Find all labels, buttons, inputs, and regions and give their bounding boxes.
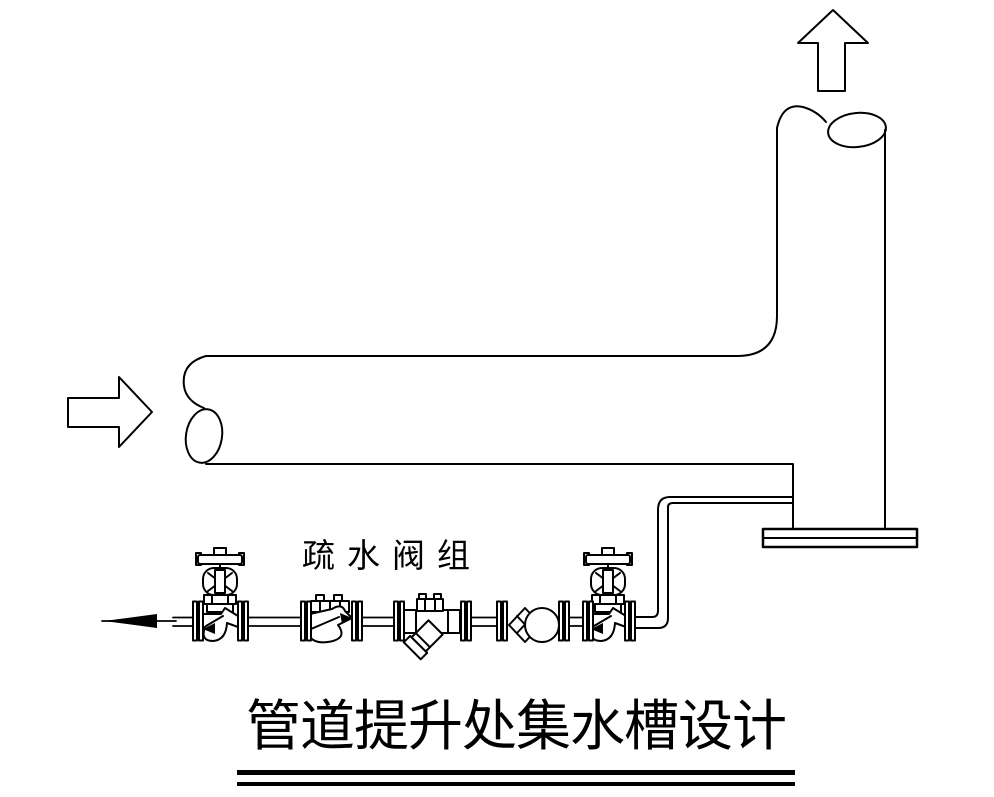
collection-trough-base — [761, 527, 919, 549]
y-strainer — [402, 593, 461, 661]
title-underline-top — [237, 770, 795, 775]
inlet-pipe — [205, 127, 794, 530]
drain-flow-arrow-icon — [104, 614, 157, 628]
inlet-flow-arrow-icon — [67, 376, 153, 448]
strainer-leg — [402, 619, 444, 661]
pipe-break-symbol-left — [182, 355, 224, 464]
outlet-flow-arrow-icon — [797, 9, 869, 92]
check-valve — [508, 607, 560, 643]
steam-trap — [309, 594, 353, 644]
pipe-break-symbol-top — [776, 105, 887, 149]
title-underline-bottom — [237, 782, 795, 786]
drain-takeoff-pipe — [635, 496, 794, 629]
valve-group-label: 疏水阀组 — [302, 537, 482, 574]
drawing-title: 管道提升处集水槽设计 — [245, 696, 787, 757]
